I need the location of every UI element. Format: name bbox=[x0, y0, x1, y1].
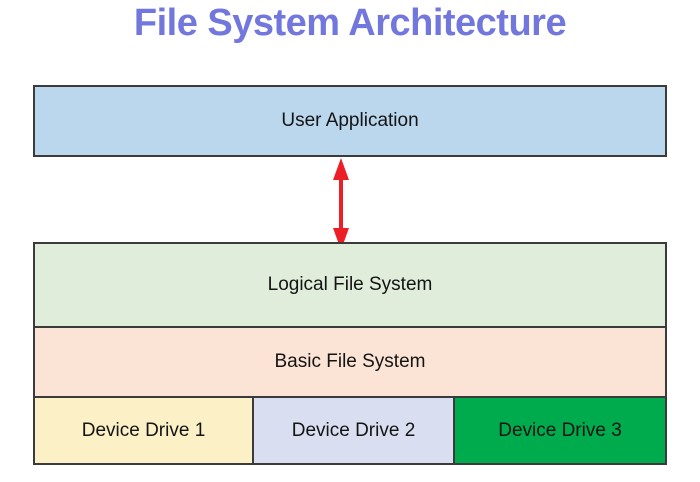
device-drive-3-label: Device Drive 3 bbox=[498, 419, 622, 441]
logical-file-system-box: Logical File System bbox=[33, 242, 667, 328]
basic-file-system-label: Basic File System bbox=[274, 351, 426, 372]
device-drive-2-label: Device Drive 2 bbox=[291, 419, 416, 441]
logical-file-system-label: Logical File System bbox=[267, 274, 433, 295]
diagram-title: File System Architecture bbox=[133, 2, 567, 44]
user-application-box: User Application bbox=[33, 85, 667, 157]
device-drive-3-box: Device Drive 3 bbox=[453, 396, 667, 465]
device-drive-2-box: Device Drive 2 bbox=[252, 396, 455, 465]
device-drive-1-box: Device Drive 1 bbox=[33, 396, 254, 465]
device-drive-1-label: Device Drive 1 bbox=[81, 419, 206, 441]
user-application-label: User Application bbox=[281, 110, 419, 131]
bidirectional-arrow-icon bbox=[327, 157, 355, 251]
basic-file-system-box: Basic File System bbox=[33, 326, 667, 398]
